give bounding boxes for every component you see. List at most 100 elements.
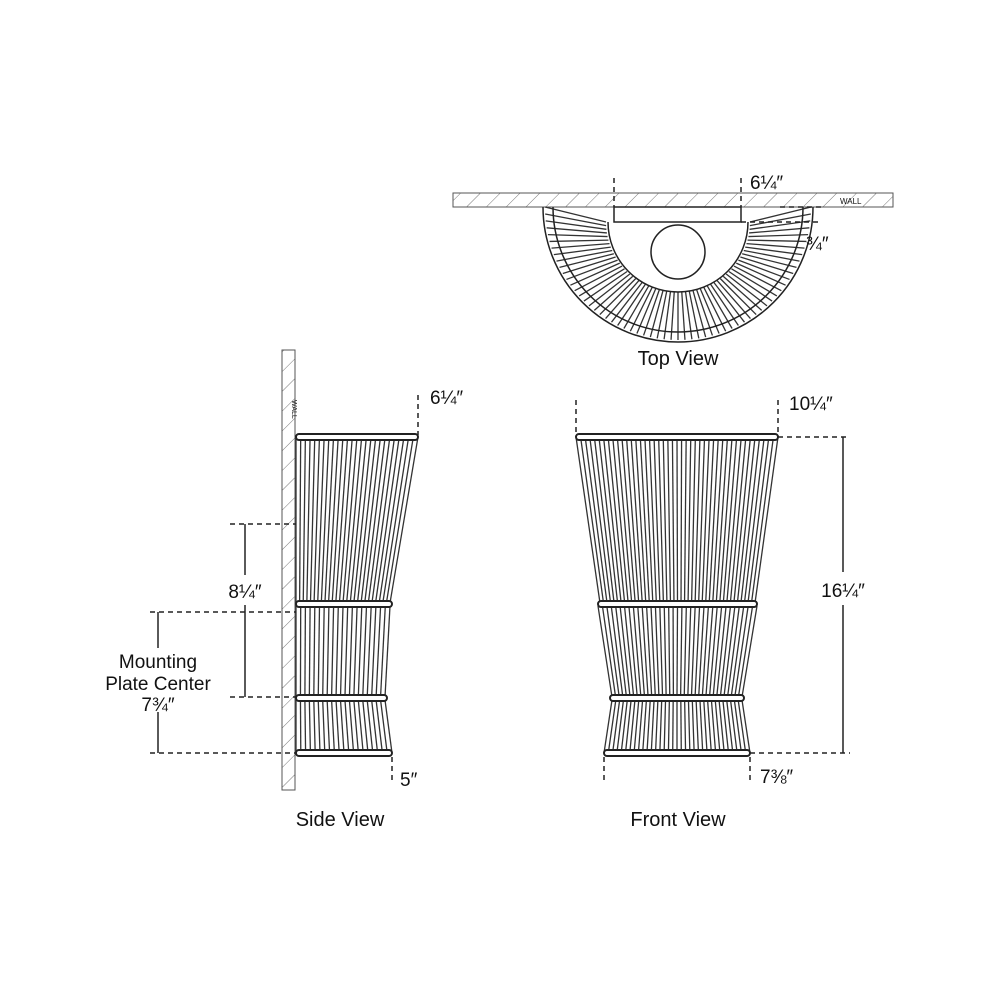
slat	[611, 699, 621, 754]
slat	[706, 699, 713, 754]
slat	[708, 436, 719, 604]
top-ring-arc	[552, 206, 804, 333]
mounting-plate-top	[613, 206, 742, 223]
wall-label-side: WALL	[290, 400, 297, 419]
slat	[734, 605, 749, 698]
slat	[710, 699, 717, 754]
slat	[743, 436, 765, 604]
slat	[610, 605, 624, 698]
slat	[624, 699, 632, 754]
slat	[317, 436, 325, 604]
mounting-value: 7¾″	[141, 695, 174, 716]
slat	[737, 699, 747, 754]
slat	[719, 436, 733, 604]
slat	[635, 436, 647, 604]
slat	[698, 605, 705, 698]
slat	[667, 436, 672, 604]
slat	[575, 436, 601, 604]
slat	[659, 605, 664, 698]
slat	[367, 436, 391, 604]
dim-side-plate-height: 8¼″	[228, 582, 261, 603]
side-view-slats	[295, 433, 419, 757]
caption-top-view: Top View	[638, 348, 719, 370]
dim-side-top-depth: 6¼″	[430, 388, 463, 409]
slat	[322, 699, 326, 754]
slat	[349, 436, 368, 604]
dim-top-plate-width: 6¼″	[750, 173, 783, 194]
slat	[330, 605, 335, 698]
radial-slat	[743, 249, 800, 262]
slat	[667, 699, 671, 754]
slat	[616, 436, 633, 604]
top-view-slats	[544, 206, 812, 340]
dim-side-bottom-depth: 5″	[400, 770, 418, 791]
slat	[697, 436, 706, 604]
slat	[353, 605, 358, 698]
slat	[729, 699, 738, 754]
top-inner-rim	[607, 221, 749, 293]
radial-slat	[748, 234, 809, 238]
radial-slat	[556, 249, 613, 262]
slat	[374, 436, 400, 604]
slat	[722, 699, 730, 754]
slat	[313, 436, 321, 604]
caption-front-view: Front View	[630, 809, 726, 831]
slat	[690, 436, 697, 604]
side-view: WALL 6¼″ 8¼″ Mounting Plate Center 7¾″ 5…	[105, 349, 463, 831]
radial-slat	[545, 213, 607, 227]
slat	[371, 699, 379, 754]
slat	[646, 699, 651, 754]
slat	[687, 436, 692, 604]
slat	[362, 699, 369, 754]
radial-slat	[749, 206, 812, 223]
slat	[345, 436, 363, 604]
radial-slat	[549, 239, 609, 243]
radial-slat	[547, 234, 608, 238]
slat	[703, 699, 708, 754]
slat	[317, 699, 321, 754]
slat	[637, 699, 644, 754]
slat	[619, 605, 631, 698]
slat	[335, 699, 340, 754]
slat	[375, 605, 382, 698]
dim-top-plate-depth: ¾″	[806, 234, 829, 255]
radial-slat	[546, 227, 607, 234]
slat	[736, 436, 756, 604]
slat	[733, 436, 752, 604]
slat	[298, 436, 302, 604]
slat	[653, 436, 661, 604]
slat	[630, 436, 643, 604]
slat	[741, 699, 751, 754]
slat	[714, 699, 721, 754]
radial-slat	[747, 239, 807, 243]
slat	[330, 699, 336, 754]
slat	[687, 699, 691, 754]
slat	[308, 605, 311, 698]
slat	[607, 699, 617, 754]
slat	[357, 605, 363, 698]
slat	[701, 436, 710, 604]
slat	[683, 436, 687, 604]
radial-slat	[562, 256, 616, 275]
slat	[708, 605, 718, 698]
mounting-label-line1: Mounting	[119, 652, 197, 673]
slat	[357, 699, 364, 754]
slat	[344, 699, 350, 754]
slat	[621, 436, 636, 604]
slat	[598, 436, 619, 604]
slat	[705, 436, 715, 604]
slat	[366, 605, 372, 698]
slat	[382, 436, 410, 604]
dim-front-height: 16¼″	[821, 581, 865, 602]
slat	[353, 699, 360, 754]
radial-slat	[551, 242, 610, 249]
slat	[339, 699, 345, 754]
slat	[690, 605, 696, 698]
slat	[654, 699, 659, 754]
radial-slat	[740, 256, 794, 275]
front-view-slats	[575, 433, 779, 757]
slat	[360, 436, 382, 604]
ring-band	[575, 433, 779, 441]
slat	[733, 699, 743, 754]
